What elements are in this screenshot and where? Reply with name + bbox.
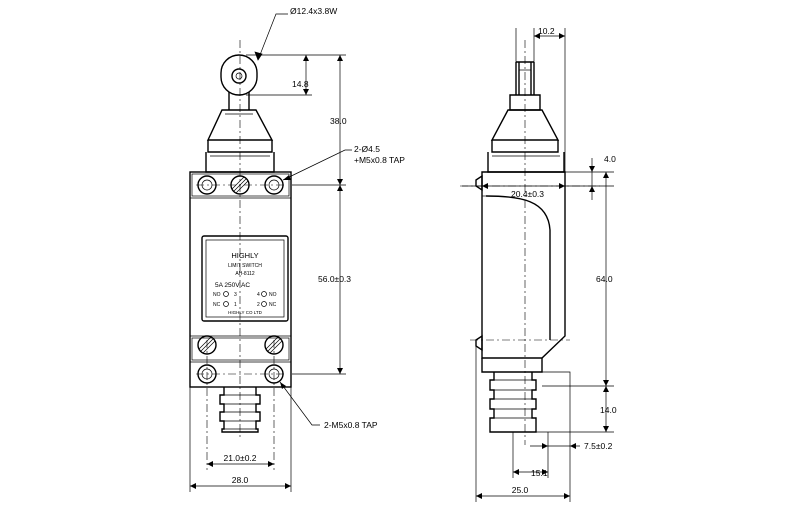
dim-body-width: 28.0 xyxy=(189,387,292,492)
nameplate-term-2: 2 xyxy=(257,302,260,308)
dim-body-width-label: 28.0 xyxy=(232,475,249,485)
dim-boot-width-label: 15.1 xyxy=(531,468,548,478)
dim-plunger-width-label: 10.2 xyxy=(538,26,555,36)
side-plunger xyxy=(509,61,541,111)
screw-lower-left xyxy=(197,335,217,355)
dim-hole-spacing-vertical-label: 56.0±0.3 xyxy=(318,274,351,284)
dim-hole-spacing-horizontal-label: 21.0±0.2 xyxy=(223,453,256,463)
nameplate-maker: HIGHLY CO LTD xyxy=(228,310,263,315)
dim-overall-depth-label: 25.0 xyxy=(512,485,529,495)
dim-top-offset-label: 4.0 xyxy=(604,154,616,164)
nameplate-model: AH-8112 xyxy=(235,271,255,277)
dim-hole-spacing-vertical: 56.0±0.3 xyxy=(292,185,351,375)
switch-body xyxy=(189,171,292,388)
hole-callout-line2: +M5x0.8 TAP xyxy=(354,155,405,165)
dim-roller-height-label: 14.8 xyxy=(292,79,309,89)
dim-top-height-label: 38.0 xyxy=(330,116,347,126)
nameplate-rating: 5A 250V AC xyxy=(215,282,250,289)
nameplate-nc-right: NC xyxy=(269,302,277,308)
roller-callout-label: Ø12.4x3.8W xyxy=(290,6,337,16)
dim-overall-depth: 25.0 xyxy=(475,346,571,502)
dim-boot-height-label: 14.0 xyxy=(600,405,617,415)
nameplate: HIGHLY LIMIT SWITCH AH-8112 5A 250V AC N… xyxy=(201,235,289,322)
nameplate-nc-left: NC xyxy=(213,302,221,308)
dim-top-height: 38.0 xyxy=(292,54,347,186)
nameplate-term-4: 4 xyxy=(257,292,260,298)
side-bellows-boot xyxy=(489,372,537,433)
side-body xyxy=(475,171,571,387)
dim-hole-spacing-horizontal: 21.0±0.2 xyxy=(207,453,274,467)
dim-body-depth: 20.4±0.3 xyxy=(462,183,565,199)
nameplate-term-3: 3 xyxy=(234,292,237,298)
nameplate-brand: HIGHLY xyxy=(231,251,258,260)
side-view: 10.2 4.0 20.4±0.3 64.0 xyxy=(460,26,617,502)
side-housing xyxy=(487,109,565,173)
bottom-tap-callout-label: 2-M5x0.8 TAP xyxy=(324,420,378,430)
nameplate-type: LIMIT SWITCH xyxy=(228,263,262,269)
nameplate-term-1: 1 xyxy=(234,302,237,308)
dim-plunger-width: 10.2 xyxy=(515,26,566,172)
dim-roller-height: 14.8 xyxy=(246,54,312,96)
dim-boot-width: 15.1 xyxy=(512,432,549,478)
roller-callout: Ø12.4x3.8W xyxy=(254,6,337,61)
bottom-tap-callout: 2-M5x0.8 TAP xyxy=(279,381,378,430)
dim-bottom-offset-label: 7.5±0.2 xyxy=(584,441,613,451)
dim-body-height: 64.0 xyxy=(570,172,614,387)
hole-callout: 2-Ø4.5 +M5x0.8 TAP xyxy=(282,144,405,181)
dim-body-height-label: 64.0 xyxy=(596,274,613,284)
nameplate-no-right: NO xyxy=(269,292,277,298)
dim-body-depth-label: 20.4±0.3 xyxy=(511,189,544,199)
roller xyxy=(220,54,258,110)
dim-boot-height: 14.0 xyxy=(536,386,617,433)
hole-callout-line1: 2-Ø4.5 xyxy=(354,144,380,154)
front-view: HIGHLY LIMIT SWITCH AH-8112 5A 250V AC N… xyxy=(189,6,405,492)
dim-bottom-offset: 7.5±0.2 xyxy=(530,386,613,452)
nameplate-no-left: NO xyxy=(213,292,221,298)
